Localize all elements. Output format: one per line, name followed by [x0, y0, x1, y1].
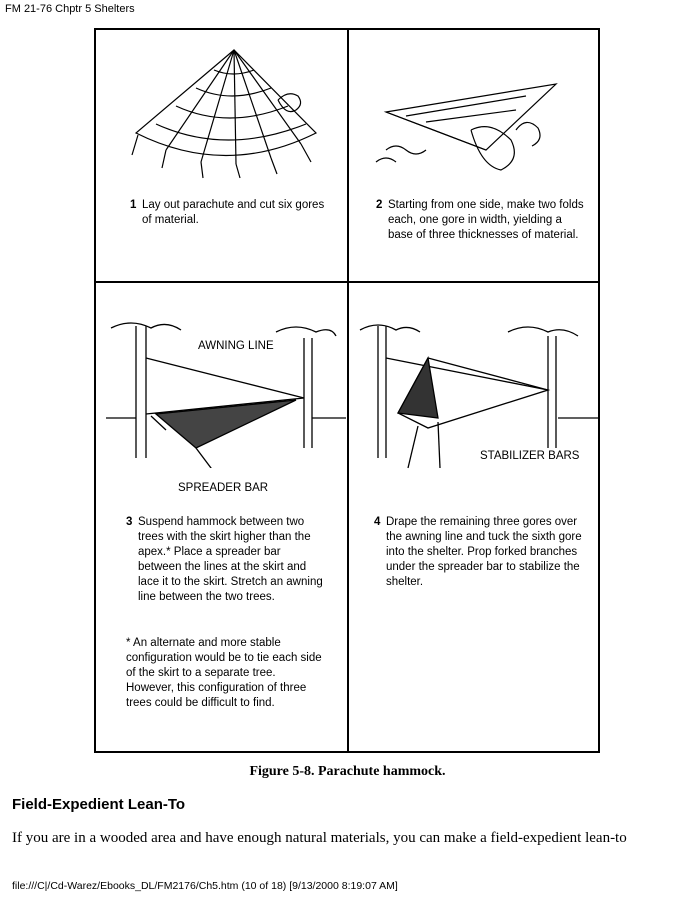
- step-4: 4 Drape the remaining three gores over t…: [374, 515, 584, 590]
- section-paragraph: If you are in a wooded area and have eno…: [12, 830, 692, 847]
- step-2: 2 Starting from one side, make two folds…: [376, 198, 586, 243]
- panel-divider-vertical: [347, 30, 349, 751]
- step-1: 1 Lay out parachute and cut six gores of…: [130, 198, 330, 228]
- panel-divider-horizontal: [96, 281, 598, 283]
- label-awning-line: AWNING LINE: [198, 340, 274, 352]
- label-stabilizer-bars: STABILIZER BARS: [480, 450, 579, 462]
- page-footer-path: file:///C|/Cd-Warez/Ebooks_DL/FM2176/Ch5…: [12, 880, 398, 892]
- folding-gores-illustration: [366, 70, 596, 180]
- page-header: FM 21-76 Chptr 5 Shelters: [5, 3, 135, 15]
- parachute-layout-illustration: [116, 38, 336, 188]
- figure-5-8: 1 Lay out parachute and cut six gores of…: [94, 28, 600, 753]
- step-3-note: * An alternate and more stable configura…: [126, 636, 326, 711]
- figure-caption: Figure 5-8. Parachute hammock.: [0, 764, 695, 780]
- step-3: 3 Suspend hammock between two trees with…: [126, 515, 326, 605]
- section-heading: Field-Expedient Lean-To: [12, 796, 185, 813]
- label-spreader-bar: SPREADER BAR: [178, 482, 268, 494]
